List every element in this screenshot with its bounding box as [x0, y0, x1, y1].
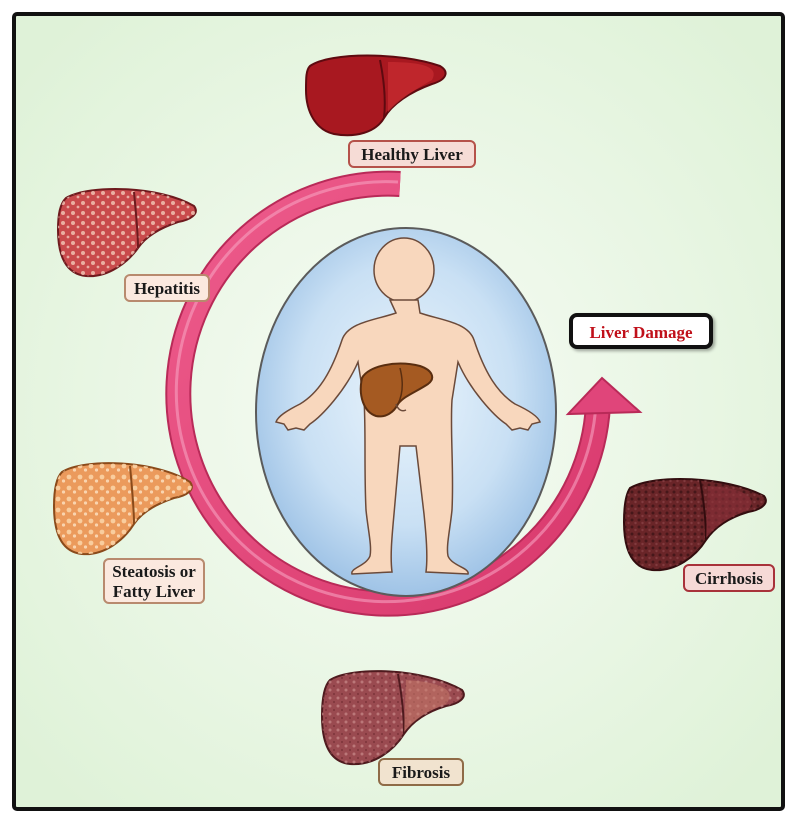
steatosis-label: Steatosis or Fatty Liver — [103, 558, 205, 604]
steatosis-label-line1: Steatosis or — [105, 562, 203, 582]
healthy-liver-label: Healthy Liver — [348, 140, 476, 168]
steatosis-label-line2: Fatty Liver — [105, 582, 203, 602]
fibrosis-label: Fibrosis — [378, 758, 464, 786]
hepatitis-label: Hepatitis — [124, 274, 210, 302]
liver-damage-label: Liver Damage — [569, 313, 713, 349]
cirrhosis-label: Cirrhosis — [683, 564, 775, 592]
